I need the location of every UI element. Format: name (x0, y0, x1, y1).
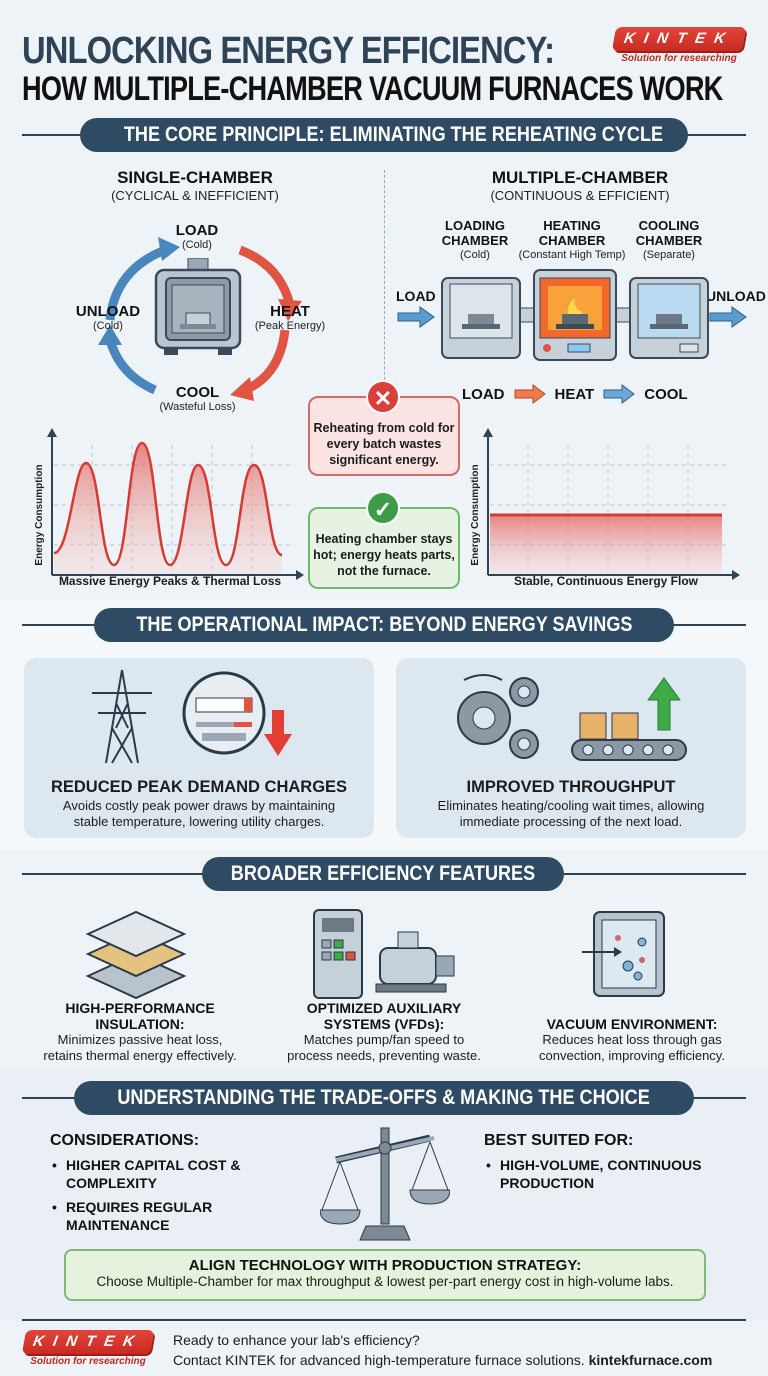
consideration-item: REQUIRES REGULAR MAINTENANCE (50, 1198, 250, 1234)
power-tower-meter-icon (92, 669, 292, 764)
strategy-callout: ALIGN TECHNOLOGY WITH PRODUCTION STRATEG… (64, 1249, 706, 1301)
section-heading-operational: THE OPERATIONAL IMPACT: BEYOND ENERGY SA… (94, 608, 674, 642)
check-mark-icon: ✓ (366, 491, 400, 525)
card-peak-demand: REDUCED PEAK DEMAND CHARGES Avoids costl… (24, 658, 374, 838)
card-desc: Avoids costly peak power draws by mainta… (62, 798, 336, 829)
chart-ylabel: Energy Consumption (470, 464, 481, 565)
best-suited-item: HIGH-VOLUME, CONTINUOUS PRODUCTION (484, 1156, 714, 1192)
gears-conveyor-icon (457, 674, 687, 761)
multi-chamber-furnace-icon (441, 269, 709, 361)
stage-unload: UNLOAD(Cold) (75, 303, 141, 332)
multi-title: MULTIPLE-CHAMBER (491, 168, 669, 187)
chart-single-xlabel: Massive Energy Peaks & Thermal Loss (58, 574, 282, 588)
best-suited-list: BEST SUITED FOR: HIGH-VOLUME, CONTINUOUS… (484, 1132, 714, 1198)
multi-unload-label: UNLOAD (706, 288, 766, 304)
balance-scale-icon (320, 1127, 450, 1241)
footer-text: Ready to enhance your lab's efficiency? … (173, 1330, 712, 1370)
card-desc: Eliminates heating/cooling wait times, a… (437, 798, 705, 829)
stage-load: LOAD(Cold) (175, 222, 219, 251)
unload-arrow-icon (709, 306, 747, 328)
process-flow: LOAD HEAT COOL (462, 384, 688, 404)
footer-kintek-logo[interactable]: KINTEK Solution for researching (21, 1330, 155, 1367)
chart-ylabel: Energy Consumption (34, 464, 45, 565)
footer-line-2: Contact KINTEK for advanced high-tempera… (173, 1352, 585, 1368)
single-furnace-icon (154, 258, 242, 355)
kintek-logo[interactable]: KINTEK Solution for researching (611, 27, 747, 64)
card-throughput: IMPROVED THROUGHPUT Eliminates heating/c… (396, 658, 746, 838)
section-heading-core: THE CORE PRINCIPLE: ELIMINATING THE REHE… (80, 118, 688, 152)
footer-website-link[interactable]: kintekfurnace.com (588, 1352, 713, 1368)
cycle-arrows-icon (98, 237, 302, 401)
single-chamber-header: SINGLE-CHAMBER (CYCLICAL & INEFFICIENT) (60, 168, 330, 203)
logo-badge: KINTEK (611, 27, 747, 51)
consideration-item: HIGHER CAPITAL COST & COMPLEXITY (50, 1156, 250, 1192)
card-title: REDUCED PEAK DEMAND CHARGES (50, 778, 348, 796)
stage-heat: HEAT(Peak Energy) (254, 303, 326, 332)
feature-vacuum: VACUUM ENVIRONMENT: Reduces heat loss th… (539, 1016, 725, 1063)
stage-cool: COOL(Wasteful Loss) (159, 384, 236, 413)
logo-tagline: Solution for researching (621, 53, 737, 64)
multi-chamber-header: MULTIPLE-CHAMBER (CONTINUOUS & EFFICIENT… (440, 168, 720, 203)
insulation-layers-icon (85, 910, 187, 1000)
chart-single-peaks: Energy Consumption (34, 428, 304, 580)
flow-arrow-heat-icon (514, 384, 546, 404)
load-arrow-icon (397, 306, 435, 328)
x-mark-icon: ✕ (366, 380, 400, 414)
feature-insulation: HIGH-PERFORMANCE INSULATION: Minimizes p… (43, 1000, 237, 1063)
footer-divider (22, 1319, 746, 1321)
footer-line-1: Ready to enhance your lab's efficiency? (173, 1332, 420, 1348)
title-line-1: UNLOCKING ENERGY EFFICIENCY: (22, 30, 555, 72)
multi-load-label: LOAD (396, 288, 436, 304)
single-subtitle: (CYCLICAL & INEFFICIENT) (111, 188, 279, 203)
vfd-pump-icon (313, 909, 455, 999)
flow-arrow-cool-icon (603, 384, 636, 404)
section-heading-tradeoffs: UNDERSTANDING THE TRADE-OFFS & MAKING TH… (74, 1081, 694, 1115)
chart-multi-stable: Energy Consumption (470, 428, 740, 580)
chart-multi-xlabel: Stable, Continuous Energy Flow (513, 574, 698, 588)
multi-subtitle: (CONTINUOUS & EFFICIENT) (490, 188, 670, 203)
single-title: SINGLE-CHAMBER (117, 168, 273, 187)
vacuum-chamber-icon (582, 911, 665, 997)
section-heading-features: BROADER EFFICIENCY FEATURES (202, 857, 564, 891)
card-title: IMPROVED THROUGHPUT (466, 778, 676, 796)
considerations-list: CONSIDERATIONS: HIGHER CAPITAL COST & CO… (50, 1132, 250, 1240)
feature-vfd: OPTIMIZED AUXILIARY SYSTEMS (VFDs): Matc… (287, 1000, 481, 1063)
title-line-2: HOW MULTIPLE-CHAMBER VACUUM FURNACES WOR… (22, 70, 723, 108)
column-divider (384, 170, 385, 420)
